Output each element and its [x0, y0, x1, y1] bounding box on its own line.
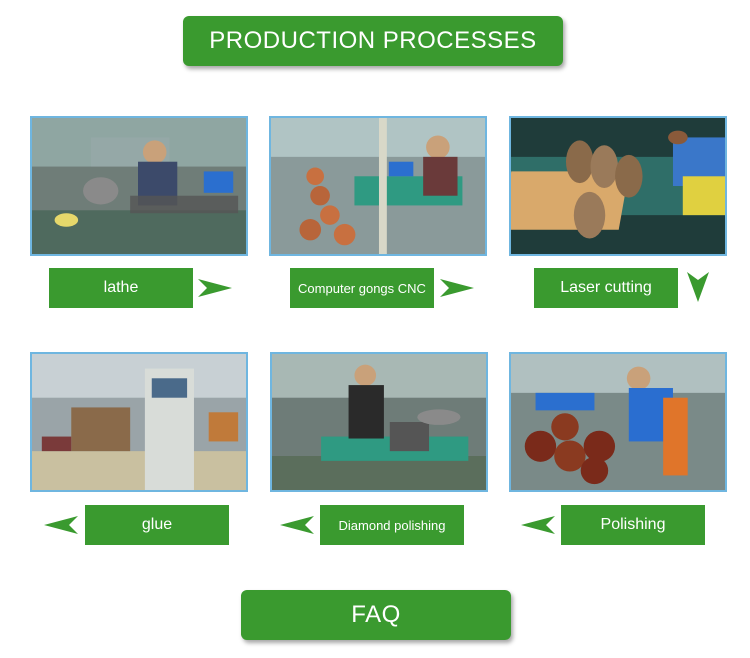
photo-glue — [30, 352, 248, 492]
photo-diamond-polishing — [270, 352, 488, 492]
photo-computer-gongs-cnc — [269, 116, 487, 256]
step-label-polishing: Polishing — [561, 505, 705, 545]
step-label-glue: glue — [85, 505, 229, 545]
page-title-text: PRODUCTION PROCESSES — [209, 27, 537, 54]
faq-banner[interactable]: FAQ — [241, 590, 511, 640]
page-title: PRODUCTION PROCESSES — [183, 16, 563, 66]
arrow-down-icon — [686, 272, 710, 302]
faq-label: FAQ — [351, 601, 401, 628]
step-label-lathe: lathe — [49, 268, 193, 308]
photo-laser-cutting — [509, 116, 727, 256]
arrow-left-icon — [521, 514, 555, 536]
photo-lathe — [30, 116, 248, 256]
photo-polishing — [509, 352, 727, 492]
step-label-diamond-polishing: Diamond polishing — [320, 505, 464, 545]
arrow-right-icon — [440, 277, 474, 299]
arrow-left-icon — [44, 514, 78, 536]
arrow-right-icon — [198, 277, 232, 299]
arrow-left-icon — [280, 514, 314, 536]
step-label-computer-gongs-cnc: Computer gongs CNC — [290, 268, 434, 308]
step-label-laser-cutting: Laser cutting — [534, 268, 678, 308]
